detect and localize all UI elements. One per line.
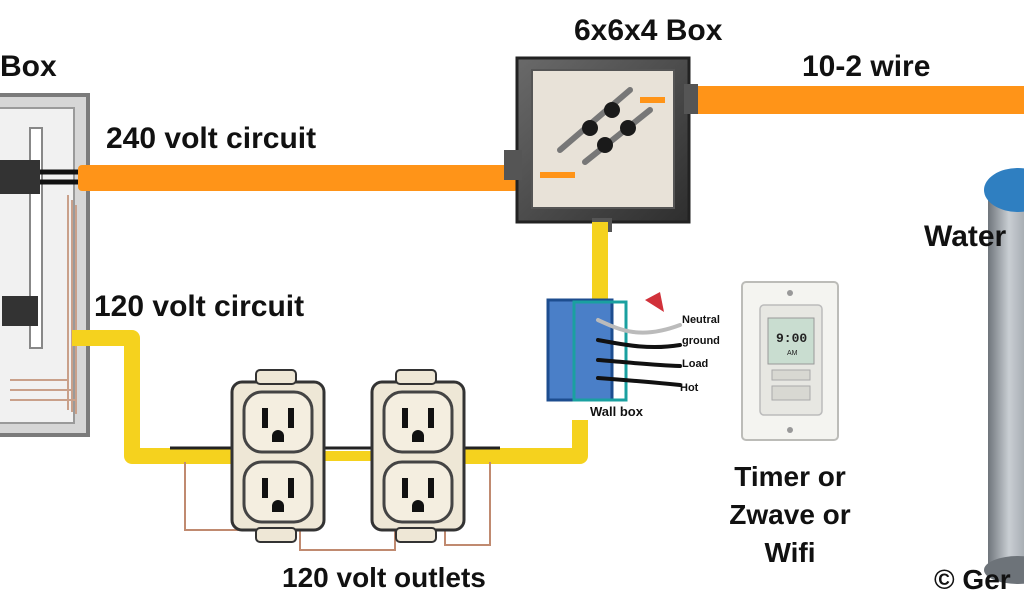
outlet-right [370, 369, 466, 543]
timer-label-line1: Timer or [734, 461, 846, 492]
circuit-120-label: 120 volt circuit [94, 290, 305, 323]
outlets-label: 120 volt outlets [282, 562, 486, 593]
circuit-240-label: 240 volt circuit [106, 122, 317, 155]
wall-load-label: Load [682, 358, 709, 370]
wire-10-2-label: 10-2 wire [802, 50, 931, 83]
timer-display-time: 9:00 [776, 331, 807, 346]
timer-label-line2: Zwave or [729, 499, 851, 530]
water-heater-tank [984, 168, 1024, 584]
outlet-left [230, 369, 326, 543]
wall-box-label: Wall box [590, 404, 643, 419]
wire-240-volt [40, 86, 1024, 191]
breaker-panel [0, 93, 90, 437]
wall-hot-label: Hot [680, 382, 699, 394]
timer-display-ampm: AM [787, 350, 798, 357]
junction-box [504, 56, 698, 232]
timer-label-line3: Wifi [764, 537, 816, 568]
wall-neutral-label: Neutral [682, 314, 720, 326]
panel-box-label: Box [0, 50, 57, 83]
wall-box [546, 292, 682, 402]
timer-switch: 9:00 AM [741, 281, 839, 441]
water-heater-label: Water [924, 220, 1007, 253]
wire-120-volt [72, 222, 608, 551]
junction-box-label: 6x6x4 Box [574, 14, 723, 47]
copyright-label: © Ger [934, 564, 1011, 595]
wall-ground-label: ground [682, 335, 720, 347]
